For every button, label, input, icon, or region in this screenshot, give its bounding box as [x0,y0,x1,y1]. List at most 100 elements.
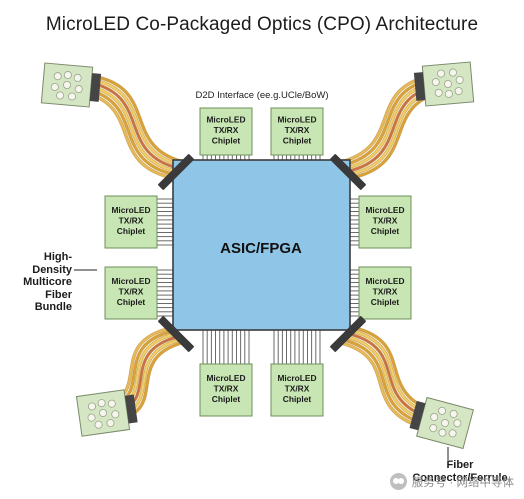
fiber-core [107,399,116,408]
fiber-strand [343,335,430,423]
fiber-core [434,88,443,97]
fiber-bundle-top-left [82,75,188,180]
chiplet-label-line2: TX/RX [119,287,144,297]
fiber-core [94,420,103,429]
chiplet-box [199,107,253,156]
fiber-core [438,406,447,415]
fiber-strand [346,332,433,420]
fiber-core [448,429,457,438]
fiber-core [87,413,96,422]
chiplet-label-line2: TX/RX [119,216,144,226]
fiber-core [56,91,65,100]
asic-label: ASIC/FPGA [220,240,302,257]
fiber-strand [89,85,178,173]
fiber-core [453,419,462,428]
fiber-strand [86,88,175,176]
chiplet-label-line1: MicroLED [365,276,404,286]
fiber-strand [95,79,184,167]
chiplet-label-line1: MicroLED [365,205,404,215]
chiplet-box [270,363,324,417]
connector-bottom-left [75,389,138,437]
chiplet-label-line3: Chiplet [212,394,241,404]
fiber-core [87,402,96,411]
clamp-top-right [330,154,366,190]
fiber-core [74,85,83,94]
chiplet-label-line2: TX/RX [285,384,310,394]
fiber-core [454,87,463,96]
fiber-strand [83,91,172,179]
fiber-core [63,71,72,80]
fiber-core [97,399,106,408]
chiplet-label-line3: Chiplet [117,297,146,307]
chiplet-box [358,266,412,320]
chiplets: MicroLEDTX/RXChipletMicroLEDTX/RXChiplet… [104,107,412,417]
chiplet-label-line2: TX/RX [214,125,239,135]
fiber-core [430,412,439,421]
chiplet-label-line3: Chiplet [283,394,312,404]
chiplet-label-line1: MicroLED [277,373,316,383]
fiber-core [73,73,82,82]
fiber-core [63,81,72,90]
fiber-strand [343,82,432,170]
fiber-core [449,68,458,77]
fiber-core [449,409,458,418]
fiber-core [53,72,62,81]
chiplet-label-line3: Chiplet [212,136,241,146]
fiber-strand [340,79,429,167]
fiber-strand [92,82,181,170]
fiber-strand [337,76,426,164]
fiber-core [106,419,115,428]
ferrule-collar [89,73,102,102]
fiber-strand [340,338,427,426]
fiber-core [429,424,438,433]
clamp-bottom-left [158,316,194,352]
fiber-strand [98,76,187,164]
fiber-core [99,408,108,417]
chiplet-interconnect-pins [157,155,359,364]
chiplet-label-line2: TX/RX [373,287,398,297]
wechat-icon [389,473,407,490]
asic-fpga-die [172,159,351,331]
clamp-bottom-right [330,316,366,352]
chiplet-label-line1: MicroLED [111,205,150,215]
d2d-interface-label: D2D Interface (ee.g.UCle/BoW) [195,90,329,101]
fiber-core [444,79,453,88]
fiber-core [441,419,450,428]
connector-label-line2: Connector/Ferrule [412,471,508,484]
chiplet-label-line3: Chiplet [371,226,400,236]
chiplet-box [199,363,253,417]
chiplet-box [104,195,158,249]
fiber-core [444,89,453,98]
ferrule-collar [413,72,426,101]
chiplet-label-line1: MicroLED [111,276,150,286]
chiplet-label-line1: MicroLED [206,115,245,125]
chiplet-box [270,107,324,156]
diagram-title: MicroLED Co-Packaged Optics (CPO) Archit… [45,14,479,35]
chiplet-label-line1: MicroLED [206,373,245,383]
connector-top-right [413,61,475,107]
chiplet-box [104,266,158,320]
watermark: 服务号 · 网络中导体 [389,473,514,490]
fiber-core [455,75,464,84]
fiber-bundle-label-line2: Multicore [23,276,72,288]
clamp-top-left [158,154,194,190]
fiber-core [68,92,77,101]
connector-label: Fiber Connector/Ferrule [410,459,510,484]
fiber-bundle-label: High-Density Multicore Fiber Bundle [6,251,72,314]
chiplet-label-line3: Chiplet [371,297,400,307]
bundle-clamps [158,154,366,352]
fiber-core [111,410,120,419]
watermark-text: 服务号 · 网络中导体 [411,476,514,489]
ferrule-collar [124,394,138,424]
chiplet-label-line2: TX/RX [214,384,239,394]
chiplet-label-line3: Chiplet [283,136,312,146]
fiber-core [437,69,446,78]
